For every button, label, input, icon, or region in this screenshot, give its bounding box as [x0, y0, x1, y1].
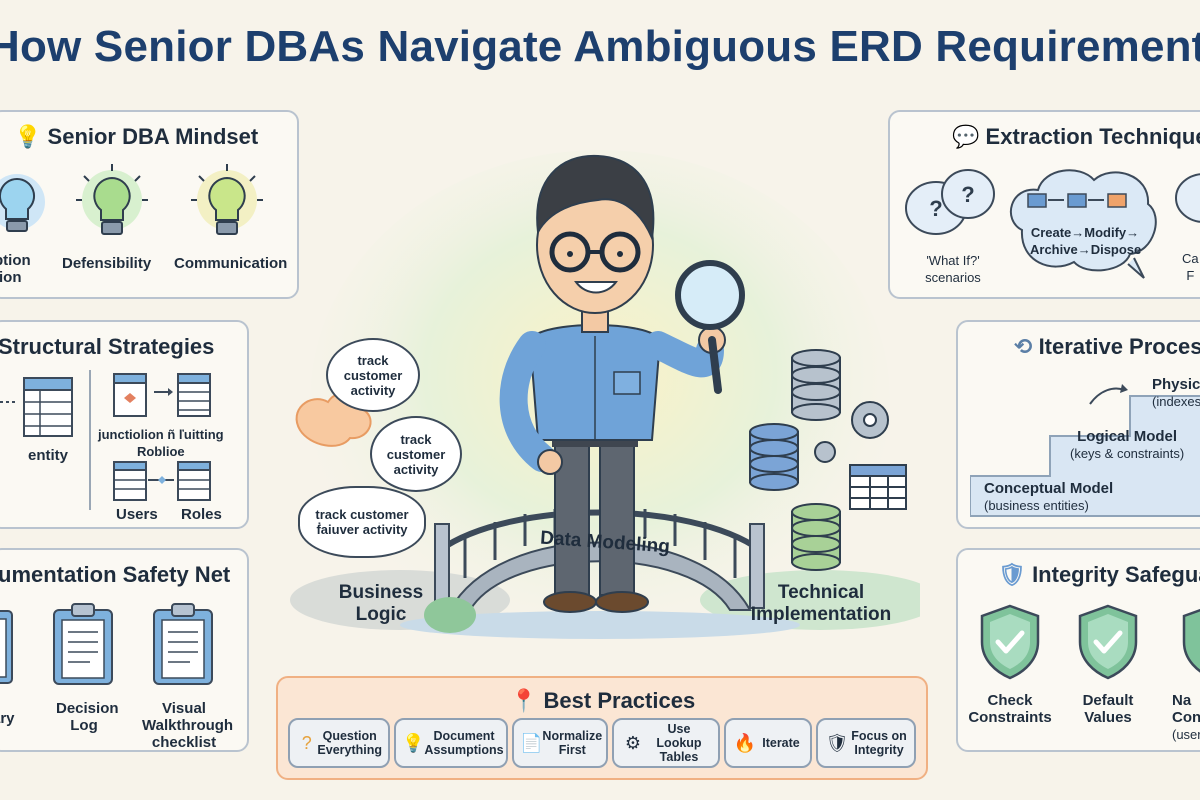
iterative-panel: ⟲ Iterative Proces Physic(indexes Logica…: [956, 320, 1200, 529]
lightbulb-icon: [191, 164, 263, 235]
page-title: How Senior DBAs Navigate Ambiguous ERD R…: [0, 22, 1200, 71]
pin-icon: 📍: [510, 688, 538, 713]
mindset-item-communication: Communication: [174, 255, 288, 272]
mindset-panel: 💡 Senior DBA Mindset ptiontion Defensibi…: [0, 110, 299, 299]
iterative-step-logical: Logical Model(keys & constraints): [1070, 428, 1185, 461]
cycle-icon: ⟲: [1014, 334, 1033, 359]
lightbulb-icon: [76, 164, 148, 235]
extraction-item-whatif: 'What If?' scenarios: [925, 253, 981, 285]
question-bubble-icon: ? ?: [905, 169, 995, 235]
mindset-title: 💡 Senior DBA Mindset: [14, 124, 259, 149]
extraction-panel: 💬 Extraction Technique ? ? 'What If?' sc…: [888, 110, 1200, 299]
staircase-graphic: [970, 384, 1200, 517]
speech-bubble-icon: 💬: [952, 124, 980, 149]
shield-check-icon: [1078, 604, 1138, 680]
structural-item-entity: entity: [28, 447, 69, 464]
integrity-title: 🛡 Integrity Safegua: [998, 562, 1200, 587]
practice-chip-lookup: ⚙Use Lookup Tables: [612, 718, 720, 768]
center-illustration: [290, 150, 920, 650]
speech-bubble: track customer ḟaiuver activity: [298, 486, 426, 558]
integrity-item-default: Default Values: [1082, 692, 1134, 726]
integrity-item-check: Check Constraints: [968, 692, 1052, 726]
practice-chip-iterate: 🔥Iterate: [724, 718, 812, 768]
lightbulb-icon: 💡: [14, 124, 42, 149]
documentation-panel: umentation Safety Net ary Decision Log V…: [0, 548, 249, 752]
flame-icon: 🔥: [733, 732, 757, 753]
documentation-item-walkthrough: Visual Walkthrough checklist: [142, 700, 234, 751]
practice-chip-normalize: 📄Normalize First: [512, 718, 608, 768]
structural-panel: Structural Strategies entity junctiolion…: [0, 320, 249, 529]
integrity-panel: 🛡 Integrity Safegua Check Constraints De…: [956, 548, 1200, 752]
practice-chip-integrity: 🛡Focus on Integrity: [816, 718, 916, 768]
mindset-fragment-1: ptiontion: [0, 252, 31, 286]
shield-icon: 🛡: [998, 562, 1026, 587]
svg-text:?: ?: [929, 196, 942, 221]
gear-icon: ⚙: [624, 732, 642, 753]
clipboard-icon: [53, 603, 113, 685]
shield-check-icon: [980, 604, 1040, 680]
lifecycle-cloud-icon: [1009, 169, 1157, 279]
structural-item-roles: Roles: [181, 506, 222, 523]
technical-implementation-label: Technical Implementation: [750, 582, 892, 625]
practice-chip-question: ?Question Everything: [288, 718, 390, 768]
shield-icon: 🛡: [825, 732, 849, 753]
business-logic-label: Business Logic: [338, 582, 424, 625]
integrity-item-naming: NaConv(user_id: [1172, 692, 1200, 742]
speech-bubble: track customer activity: [370, 416, 462, 492]
best-practices-title: 📍 Best Practices: [510, 688, 696, 713]
clipboard-icon: [0, 610, 13, 684]
shield-check-icon: [1182, 608, 1200, 673]
svg-text:?: ?: [961, 182, 974, 207]
divider: [89, 370, 91, 510]
clipboard-icon: [153, 603, 213, 685]
documentation-title: umentation Safety Net: [0, 562, 231, 587]
structural-title: Structural Strategies: [0, 334, 215, 359]
structural-item-users: Users: [116, 506, 158, 523]
extraction-item-lifecycle: Create→Modify→ Archive→Dispose: [1030, 225, 1142, 257]
iterative-step-conceptual: Conceptual Model(business entities): [984, 480, 1114, 513]
entity-table-icon: [0, 377, 73, 437]
documentation-item-glossary: ary: [0, 710, 15, 727]
question-icon: ?: [301, 732, 312, 753]
speech-bubble-icon: [1175, 173, 1200, 223]
documentation-item-decision-log: Decision Log: [56, 700, 119, 734]
lightbulb-icon: [0, 174, 45, 232]
document-icon: 📄: [520, 732, 543, 753]
speech-bubble: track customer activity: [326, 338, 420, 412]
iterative-title: ⟲ Iterative Proces: [1014, 334, 1200, 359]
practice-chip-document: 💡Document Assumptions: [394, 718, 508, 768]
iterative-step-physical: Physic(indexes: [1152, 376, 1200, 409]
mindset-item-defensibility: Defensibility: [62, 255, 152, 272]
extraction-title: 💬 Extraction Technique: [952, 124, 1200, 149]
lightbulb-icon: 💡: [402, 732, 425, 753]
junction-table-icon: [113, 373, 211, 417]
users-roles-icon: [113, 461, 211, 501]
